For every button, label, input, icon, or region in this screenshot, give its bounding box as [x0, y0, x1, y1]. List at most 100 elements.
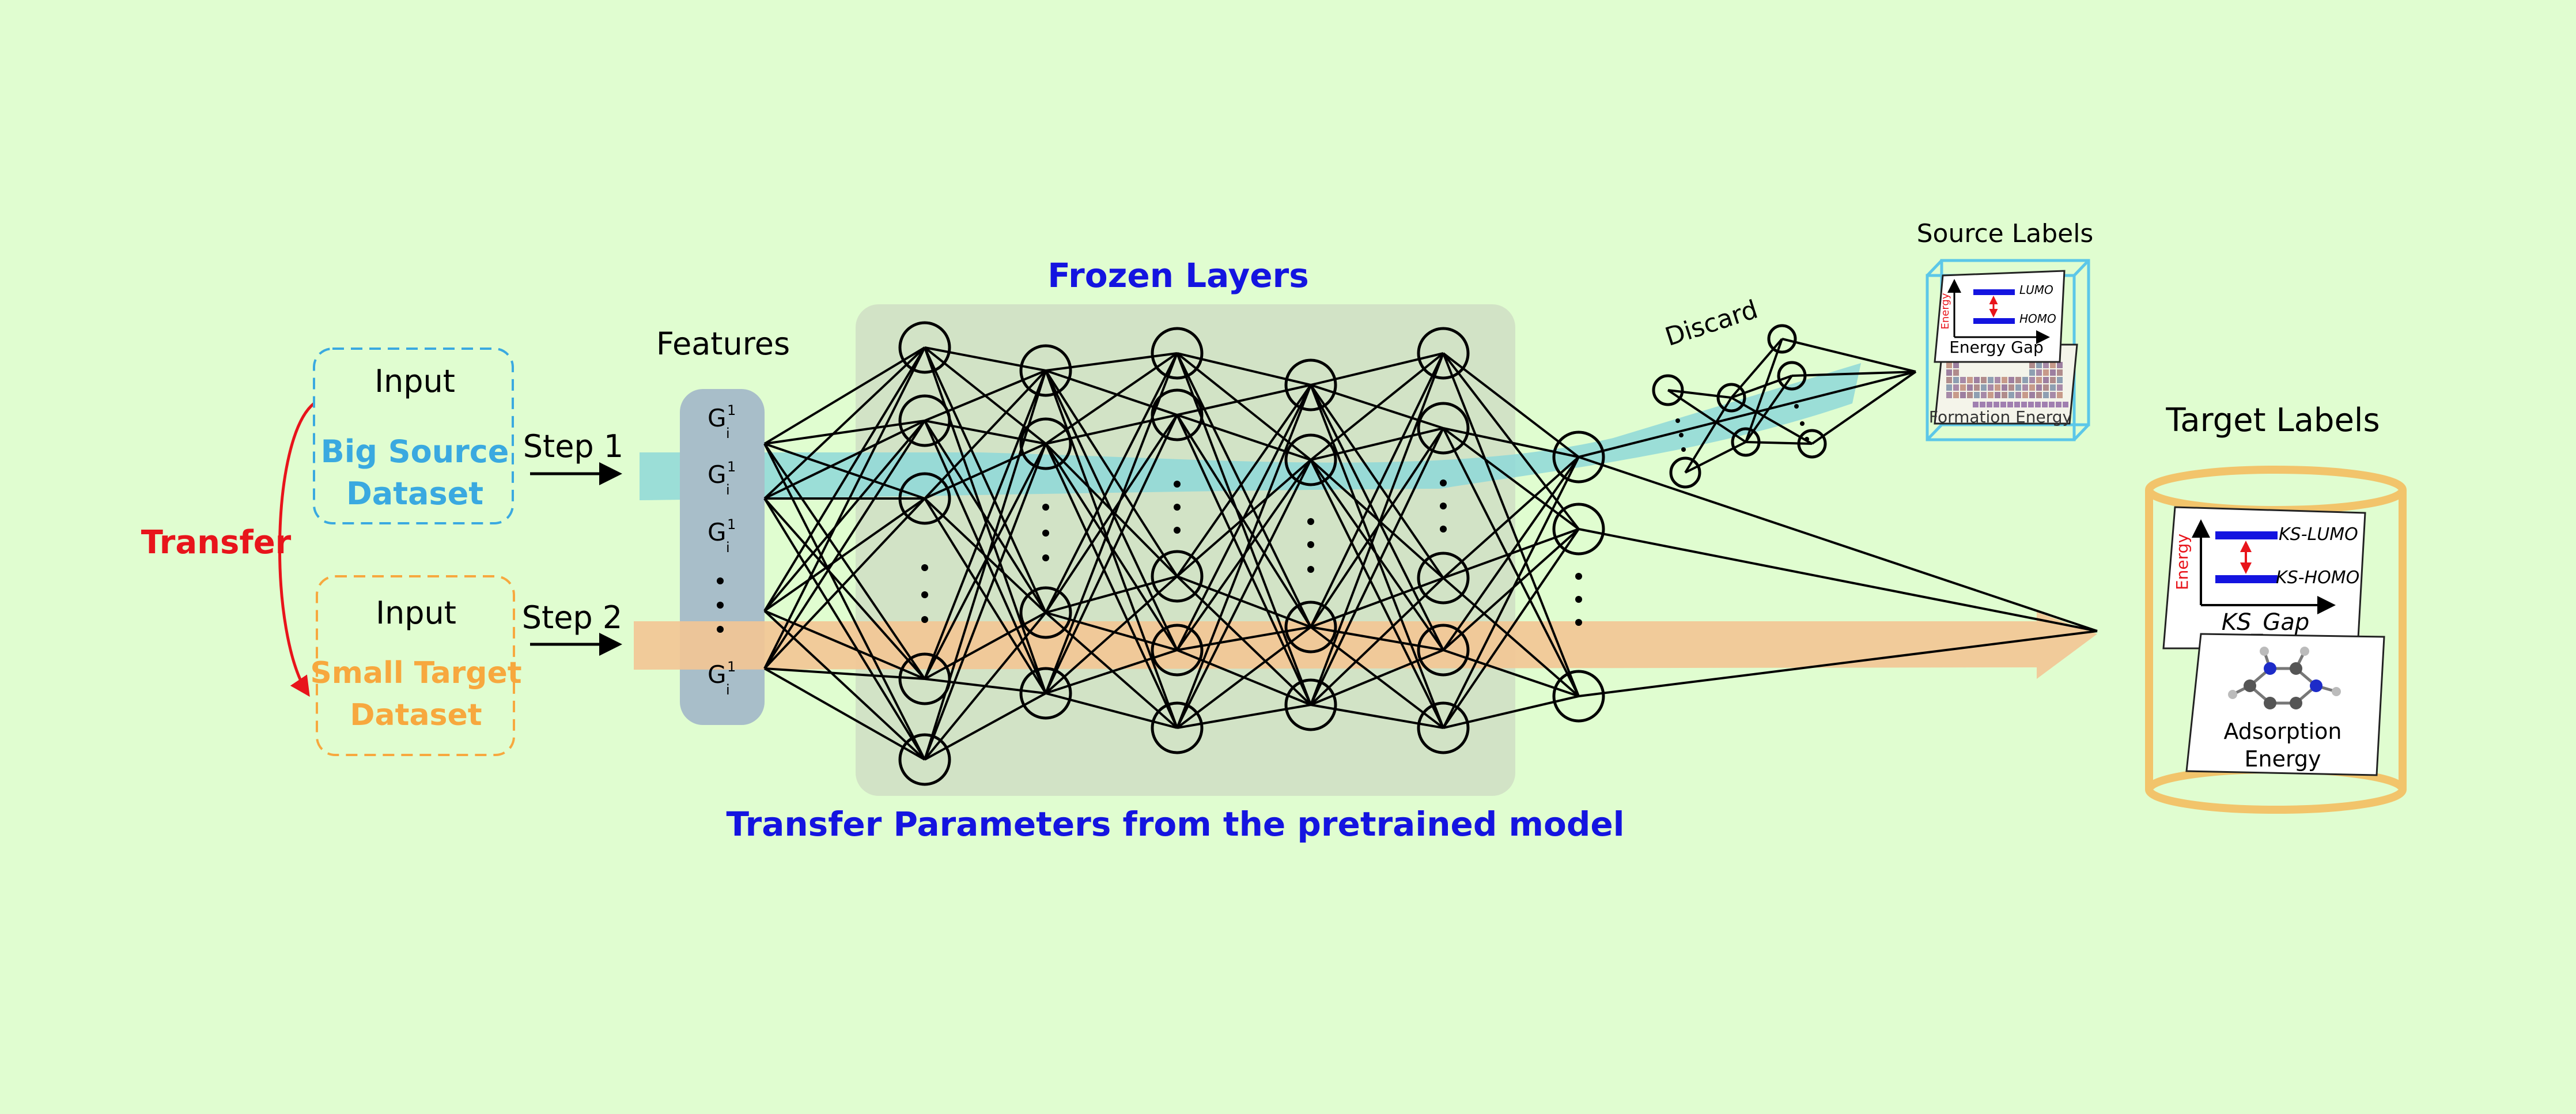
periodic-cell: [1988, 384, 1994, 391]
periodic-cell: [2035, 402, 2041, 407]
neuron-node: [1284, 358, 1337, 411]
periodic-cell: [1967, 377, 1973, 383]
ellipsis-dot: [921, 591, 928, 598]
discard-connection-line: [1781, 338, 1916, 373]
feature-g-4: G i 1: [708, 659, 736, 698]
svg-text:i: i: [726, 482, 730, 498]
connection-line: [1442, 528, 1580, 651]
periodic-cell: [2002, 377, 2007, 383]
discard-connection-line: [1791, 371, 1916, 377]
connection-line: [1310, 459, 1444, 728]
connection-line: [763, 420, 926, 670]
connection-line: [1176, 384, 1312, 728]
connection-line: [1045, 575, 1178, 614]
svg-text:LUMO: LUMO: [2019, 283, 2053, 297]
discard-node: [1797, 429, 1827, 459]
connection-line: [924, 611, 1047, 761]
formation-energy-card: Formation Energy: [1929, 343, 2078, 426]
periodic-cell: [2050, 369, 2056, 376]
periodic-cell: [2029, 362, 2035, 368]
svg-text:G: G: [708, 460, 727, 489]
transfer-label: Transfer: [141, 524, 292, 561]
connection-line: [764, 420, 925, 445]
periodic-cell: [2050, 377, 2056, 383]
ellipsis-dot: [1805, 437, 1809, 441]
periodic-cell: [2049, 402, 2055, 407]
periodic-cell: [2000, 402, 2006, 407]
svg-text:KS_Gap: KS_Gap: [2222, 609, 2310, 636]
connection-line: [1045, 443, 1178, 577]
network-connections: [763, 338, 2098, 761]
ellipsis-dot: [1307, 566, 1314, 573]
connection-line: [1310, 577, 1444, 706]
connection-line: [1045, 352, 1178, 372]
connection-line: [924, 443, 1046, 500]
periodic-cell: [1946, 369, 1952, 376]
periodic-cell: [1980, 402, 1985, 407]
periodic-cell: [1973, 402, 1979, 407]
neuron-node: [1019, 586, 1072, 639]
output-connection-line: [1578, 528, 2098, 632]
discard-connection-line: [1731, 396, 1813, 445]
discard-node: [1777, 361, 1807, 391]
molecule-icon: [2228, 647, 2341, 709]
periodic-cell: [1953, 362, 1959, 368]
neuron-node: [1284, 678, 1337, 731]
ellipsis-dot: [1042, 530, 1049, 537]
periodic-cell: [1946, 392, 1952, 398]
connection-line: [1442, 352, 1580, 458]
small-target-input-box: [316, 575, 515, 756]
periodic-cell: [2029, 369, 2035, 376]
periodic-cell: [1987, 402, 1992, 407]
svg-text:HOMO: HOMO: [2019, 312, 2056, 326]
connection-line: [1310, 352, 1444, 461]
svg-text:i: i: [726, 682, 730, 698]
discard-node: [1652, 374, 1684, 406]
connection-line: [1177, 352, 1311, 386]
svg-text:KS-LUMO: KS-LUMO: [2279, 524, 2358, 545]
connection-line: [1045, 353, 1178, 694]
periodic-cell: [2002, 392, 2007, 398]
discard-connection-line: [1731, 375, 1792, 399]
periodic-cell: [2036, 369, 2042, 376]
svg-text:Energy: Energy: [2244, 746, 2321, 772]
periodic-cell: [2036, 377, 2042, 383]
connection-line: [924, 347, 1047, 613]
svg-text:i: i: [726, 425, 730, 441]
ellipsis-dot: [1575, 596, 1582, 603]
connection-line: [1045, 611, 1178, 729]
connection-line: [1176, 575, 1312, 706]
connection-line: [1310, 704, 1444, 729]
neuron-node: [1019, 344, 1072, 397]
big-source-line2: Dataset: [346, 475, 483, 512]
periodic-cell: [1946, 362, 1952, 368]
connection-line: [1045, 443, 1178, 651]
periodic-cell: [2007, 402, 2013, 407]
periodic-cell: [2022, 392, 2028, 398]
periodic-cell: [2021, 402, 2027, 407]
source-labels-cube: [1926, 259, 2090, 441]
connection-line: [1443, 427, 1579, 458]
connection-line: [1045, 369, 1178, 577]
target-labels-title: Target Labels: [2165, 402, 2380, 439]
discard-node: [1767, 324, 1797, 354]
connection-line: [924, 369, 1047, 500]
connection-line: [1442, 456, 1580, 579]
periodic-cell: [2029, 384, 2035, 391]
svg-text:KS-HOMO: KS-HOMO: [2276, 568, 2359, 588]
features-title: Features: [656, 326, 790, 362]
neuron-node: [1417, 701, 1470, 754]
periodic-cell: [2008, 384, 2014, 391]
periodic-cell: [2029, 377, 2035, 383]
periodic-cell: [2043, 377, 2049, 383]
periodic-cell: [2043, 369, 2049, 376]
periodic-cell: [1967, 384, 1973, 391]
connection-line: [924, 420, 1047, 614]
periodic-cell: [1981, 377, 1987, 383]
periodic-cell: [2057, 384, 2063, 391]
connection-line: [1310, 459, 1444, 579]
ellipsis-dot: [1307, 518, 1314, 525]
target-flow-band: [634, 612, 2097, 679]
connection-line: [1045, 611, 1178, 651]
step1-label: Step 1: [523, 428, 623, 465]
